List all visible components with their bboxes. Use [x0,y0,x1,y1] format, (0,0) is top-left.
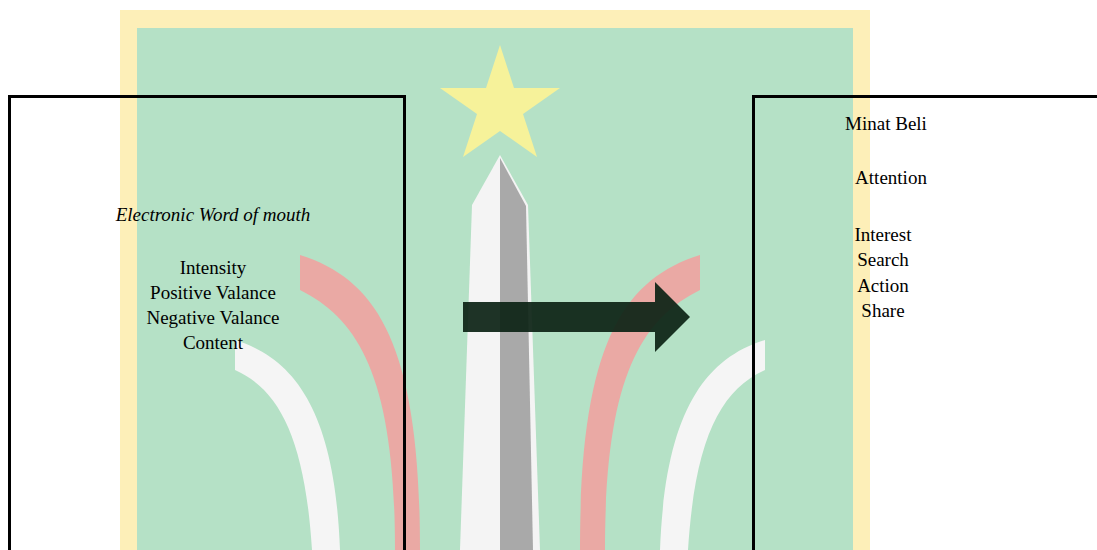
logo-monument [460,155,540,550]
concept-box: Electronic Word of mouthIntensityPositiv… [8,95,406,550]
arrow-shape [463,282,690,352]
indicator-text: Action [857,275,909,297]
indicator-text: Search [857,249,909,271]
concept-box: Minat BeliAttentionInterestSearchActionS… [752,95,1097,550]
indicator-text: Intensity [180,257,247,279]
indicator-text: Interest [855,224,912,246]
indicator-text: Negative Valance [146,307,279,329]
logo-right-wing [660,340,765,550]
logo-left-wing [235,340,340,550]
box-heading: Minat Beli [845,113,927,135]
indicator-text: Attention [855,167,927,189]
indicator-text: Share [861,300,904,322]
box-heading: Electronic Word of mouth [116,204,311,226]
logo-star [440,45,560,157]
indicator-text: Positive Valance [150,282,276,304]
block-arrow [463,282,690,352]
logo-field [137,28,853,550]
logo-monument-shade [500,158,533,550]
indicator-text: Content [183,332,243,354]
